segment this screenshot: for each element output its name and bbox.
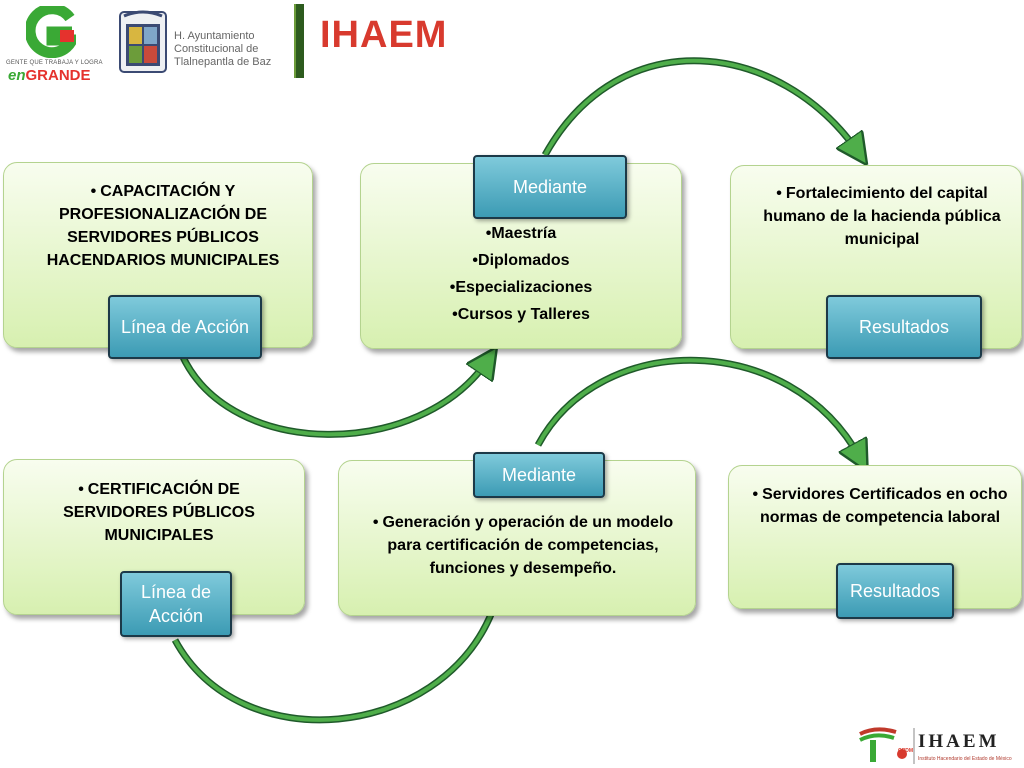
formacion-list: •Maestría •Diplomados •Especializaciones…	[361, 220, 681, 328]
arrow-capacitacion-to-mediante	[178, 355, 488, 438]
footer-brand: IHAEM	[918, 731, 1000, 752]
opdm-label: OPDM	[898, 748, 913, 754]
tag-linea-de-accion-1: Línea de Acción	[108, 295, 262, 359]
arrow-certificacion-to-mediante	[171, 610, 496, 724]
header-divider	[294, 4, 304, 78]
panel-fortalecimiento-text: •Fortalecimiento del capital humano de l…	[763, 185, 1001, 248]
tag-mediante-1: Mediante	[473, 155, 627, 219]
panel-capacitacion-text: •CAPACITACIÓN Y PROFESIONALIZACIÓN DE SE…	[46, 183, 280, 269]
municipal-seal-icon	[119, 10, 167, 73]
tag-resultados-1: Resultados	[826, 295, 982, 359]
list-item: •Diplomados	[472, 252, 570, 269]
list-item: •Especializaciones	[449, 279, 593, 296]
panel-certificacion: •CERTIFICACIÓN DE SERVIDORES PÚBLICOS MU…	[3, 459, 305, 615]
page-title: IHAEM	[320, 14, 448, 56]
list-item: •Cursos y Talleres	[452, 306, 590, 323]
footer-subtitle: Instituto Hacendario del Estado de Méxic…	[918, 756, 1012, 762]
panel-certificacion-text: •CERTIFICACIÓN DE SERVIDORES PÚBLICOS MU…	[63, 481, 255, 544]
logo-tagline: GENTE QUE TRABAJA Y LOGRA	[6, 60, 103, 66]
ayuntamiento-name: H. Ayuntamiento Constitucional de Tlalne…	[174, 30, 272, 68]
arrow-mediante-to-resultados	[541, 57, 858, 155]
tag-resultados-2: Resultados	[836, 563, 954, 619]
tag-linea-de-accion-2: Línea de Acción	[120, 571, 232, 637]
ihaem-footer-logo-icon	[856, 724, 1022, 768]
panel-modelo-text: •Generación y operación de un modelo par…	[372, 514, 674, 577]
logo-engrande: enGRANDE	[8, 67, 91, 84]
list-item: •Maestría	[485, 225, 557, 242]
g-logo-icon	[26, 6, 76, 58]
panel-servidores-certificados: •Servidores Certificados en ocho normas …	[728, 465, 1022, 609]
panel-servidores-text: •Servidores Certificados en ocho normas …	[752, 486, 1008, 526]
arrow-mediante-to-resultados-2	[534, 356, 860, 458]
tag-mediante-2: Mediante	[473, 452, 605, 498]
gente-que-trabaja-logo: GENTE QUE TRABAJA Y LOGRA enGRANDE	[4, 4, 103, 84]
